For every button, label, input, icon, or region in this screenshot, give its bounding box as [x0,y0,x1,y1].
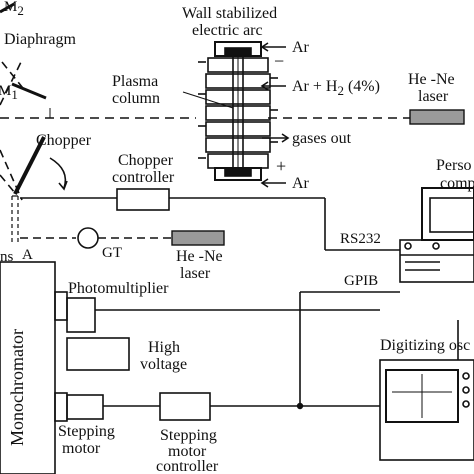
label-hene-right-2: laser [418,88,449,105]
high-voltage-box [66,337,130,371]
label-computer-1: Perso [436,157,472,174]
label-digitizing: Digitizing osc [380,337,471,354]
arc-assembly [198,41,278,181]
label-a: A [22,247,33,263]
beam-left-diag [0,59,23,106]
label-plasma-1: Plasma [112,73,159,90]
label-minus: − [274,51,285,71]
label-hene-right-1: He -Ne [408,71,455,88]
hene-laser-left-body [171,230,225,246]
label-wall-arc-1: Wall stabilized [182,5,278,22]
label-hene-left-1: He -Ne [176,248,223,265]
label-ar-bottom: Ar [292,175,309,192]
label-wall-arc-2: electric arc [192,22,263,39]
label-diaphragm: Diaphragm [4,31,76,48]
gt-circle [77,227,99,249]
mirror-m1 [11,82,47,100]
label-chopper-controller-1: Chopper [118,152,174,169]
label-high-voltage-1: High [148,339,180,356]
label-computer-2: comp [440,175,474,192]
stepping-controller-box [159,392,211,421]
label-photomultiplier: Photomultiplier [68,280,169,297]
computer-base [399,239,474,283]
label-stepping-controller-1: Stepping [160,427,217,444]
label-stepping-motor-2: motor [62,440,101,457]
chopper-blade [13,136,46,195]
photomultiplier-box [54,291,68,321]
label-monochromator: Monochromator [7,329,27,446]
oscilloscope-box [379,359,474,461]
label-chopper-controller-2: controller [112,169,175,186]
label-ar-top: Ar [292,39,309,56]
mirror-m2 [0,2,15,14]
label-lens: ns [0,249,14,265]
label-chopper: Chopper [36,132,92,149]
chopper-controller-box [116,188,170,211]
monochromator-box [0,261,56,474]
label-high-voltage-2: voltage [140,356,188,373]
label-m1: M1 [0,83,18,102]
label-ar-h2: Ar + H2 (4%) [292,78,380,99]
label-m2: M2 [4,0,24,18]
label-stepping-controller-2: motor [168,443,207,460]
label-gases-out: gases out [292,130,352,147]
oscilloscope-screen [385,369,459,423]
label-plasma-2: column [112,90,160,107]
label-plus: + [276,156,287,176]
label-stepping-motor-1: Stepping [58,423,115,440]
hene-laser-right-body [409,109,465,125]
label-gpib: GPIB [344,273,379,289]
label-gt: GT [102,245,122,261]
label-stepping-controller-3: controller [156,458,219,474]
stepping-motor-box [54,392,68,422]
chopper-arrow [49,157,67,189]
label-rs232: RS232 [340,231,381,247]
label-hene-left-2: laser [180,265,211,282]
